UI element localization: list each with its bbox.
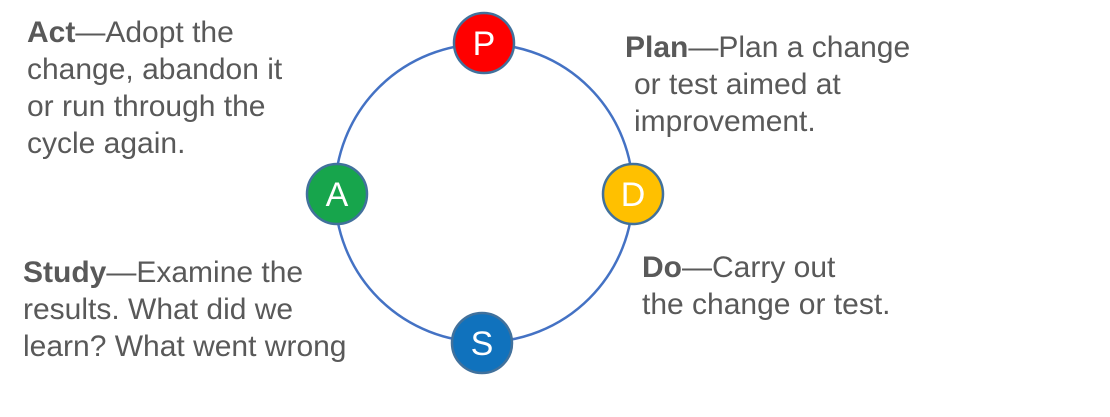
label-do-more: the change or test. <box>642 288 891 321</box>
node-plan-letter: P <box>473 25 496 63</box>
cycle-ring <box>333 42 635 344</box>
label-act: Act—Adopt the change, abandon it or run … <box>27 14 282 162</box>
node-study-letter: S <box>471 325 494 363</box>
node-study: S <box>450 311 514 375</box>
label-study: Study—Examine the results. What did we l… <box>23 254 347 365</box>
node-do: D <box>601 162 665 226</box>
node-do-letter: D <box>621 176 646 214</box>
label-act-more: change, abandon it or run through the cy… <box>27 53 283 160</box>
node-do-circle <box>601 162 665 226</box>
label-study-lead: Study <box>23 256 107 289</box>
node-plan: P <box>452 11 516 75</box>
label-do: Do—Carry out the change or test. <box>642 249 891 323</box>
label-do-first: —Carry out <box>682 251 836 284</box>
node-study-circle <box>450 311 514 375</box>
label-act-first: —Adopt the <box>75 16 234 49</box>
node-act: A <box>305 162 369 226</box>
node-act-letter: A <box>326 176 349 214</box>
label-study-more: results. What did we learn? What went wr… <box>23 293 347 363</box>
label-plan-lead: Plan <box>625 31 689 64</box>
label-do-lead: Do <box>642 251 682 284</box>
label-plan: Plan—Plan a change or test aimed at impr… <box>625 29 910 140</box>
node-act-circle <box>305 162 369 226</box>
label-act-lead: Act <box>27 16 76 49</box>
node-plan-circle <box>452 11 516 75</box>
label-study-first: —Examine the <box>106 256 304 289</box>
label-plan-first: —Plan a change <box>688 31 911 64</box>
label-plan-more: or test aimed at improvement. <box>634 68 841 138</box>
